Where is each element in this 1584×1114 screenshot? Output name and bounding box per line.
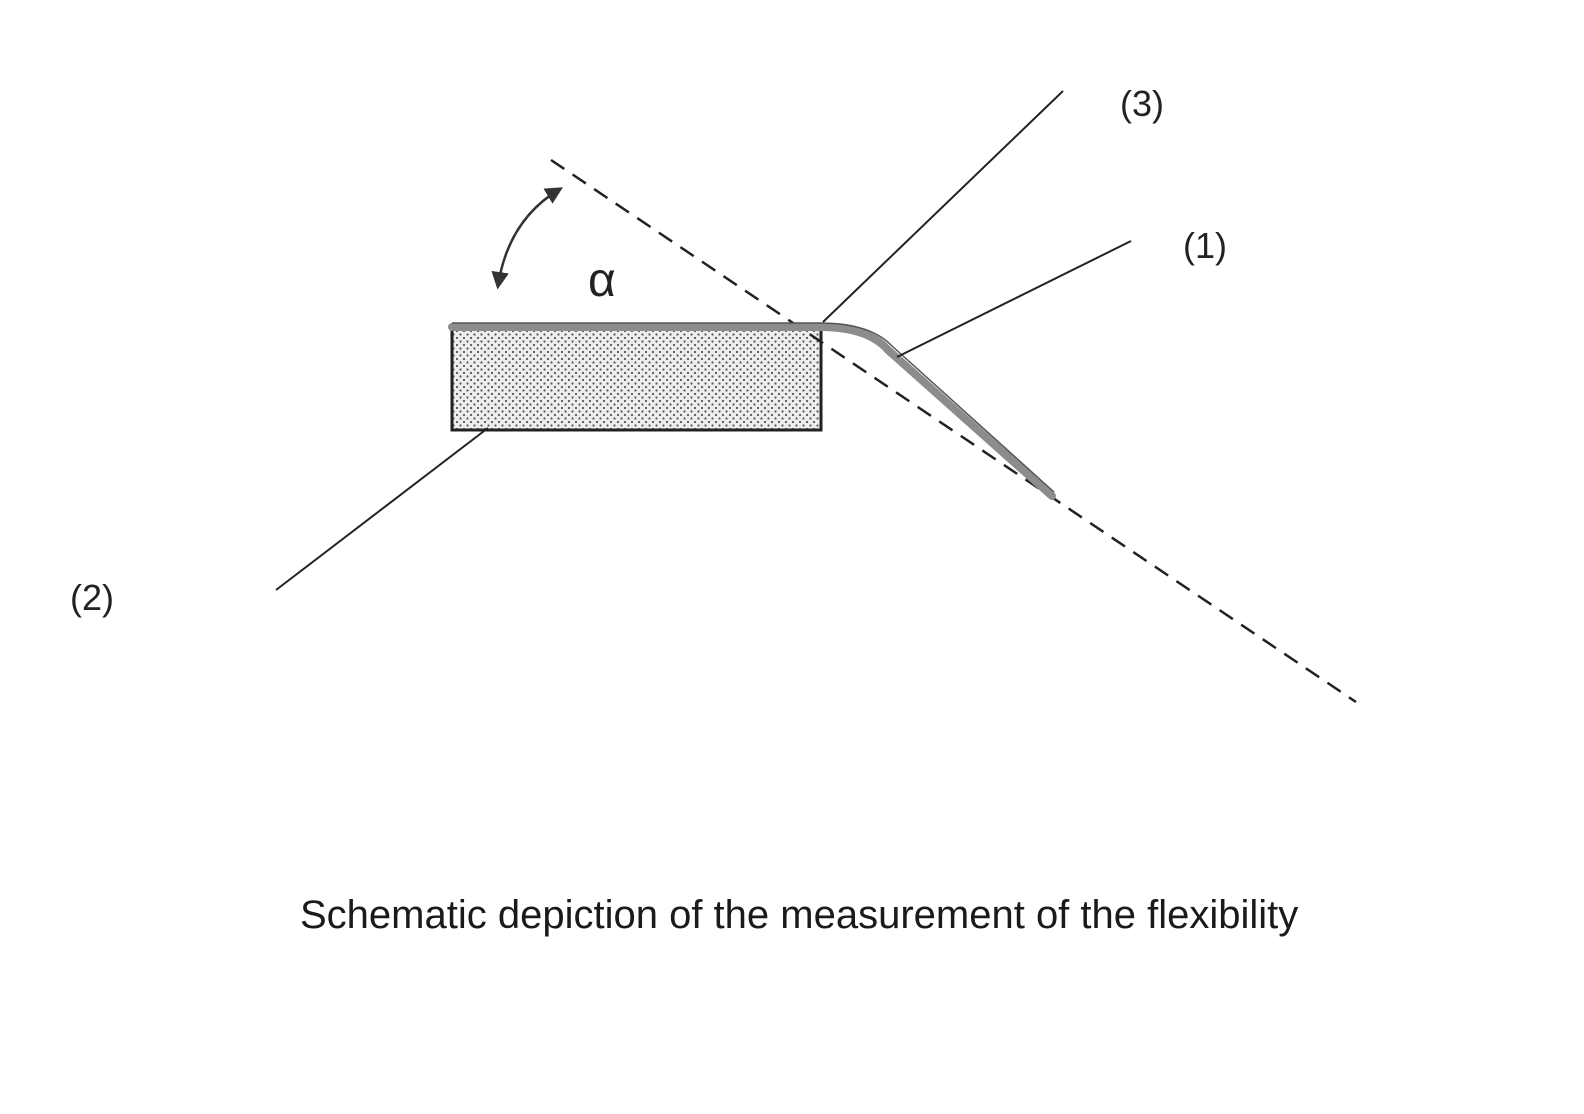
diagram-caption: Schematic depiction of the measurement o… <box>300 893 1298 937</box>
reference-label-2: (2) <box>70 577 114 618</box>
reference-label-1: (1) <box>1183 225 1227 266</box>
support-block <box>452 328 821 430</box>
angle-label: α <box>588 254 616 307</box>
leader-line-2 <box>276 428 488 590</box>
leader-line-3 <box>823 91 1063 322</box>
reference-label-3: (3) <box>1120 83 1164 124</box>
leader-line-1 <box>897 241 1131 357</box>
angle-arrow <box>498 189 560 286</box>
